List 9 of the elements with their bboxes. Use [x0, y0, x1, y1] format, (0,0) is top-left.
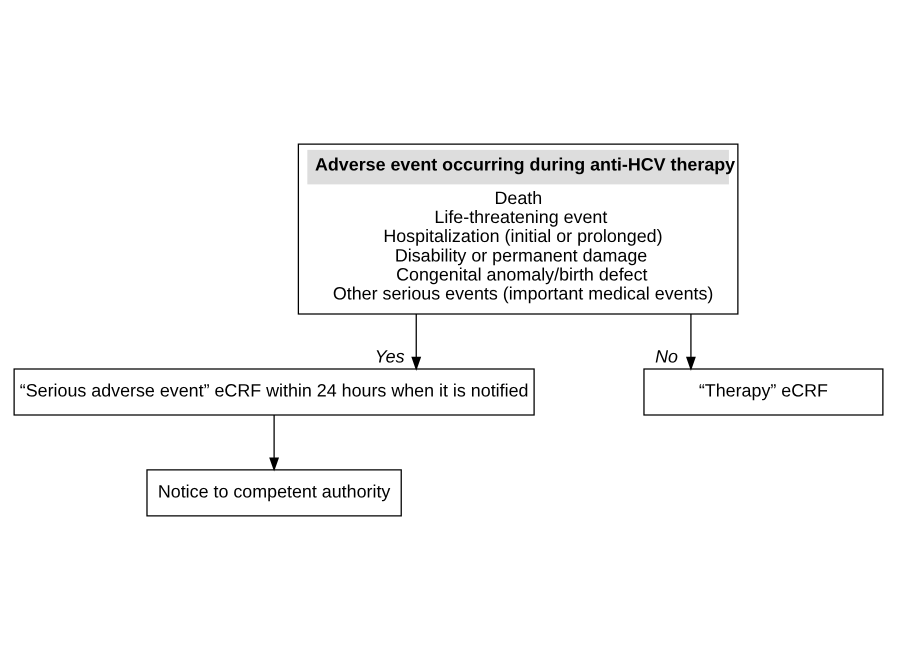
edge-label: Yes	[374, 346, 405, 366]
arrow	[411, 314, 422, 370]
node-box: “Serious adverse event” eCRF within 24 hours when it is notified	[13, 368, 535, 416]
node-box: “Therapy” eCRF	[643, 368, 884, 416]
node-box: Notice to competent authority	[146, 468, 402, 516]
arrow	[269, 414, 280, 472]
edge-label: No	[655, 346, 678, 366]
arrow	[686, 314, 696, 370]
node-box: Adverse event occurring during anti-HCV therapy Death Life-threatening event Hospitalization (initial or prolonged) Disability or permanent damage Congenital anomaly/birth defect Other serious events (important medical events)	[298, 142, 739, 314]
